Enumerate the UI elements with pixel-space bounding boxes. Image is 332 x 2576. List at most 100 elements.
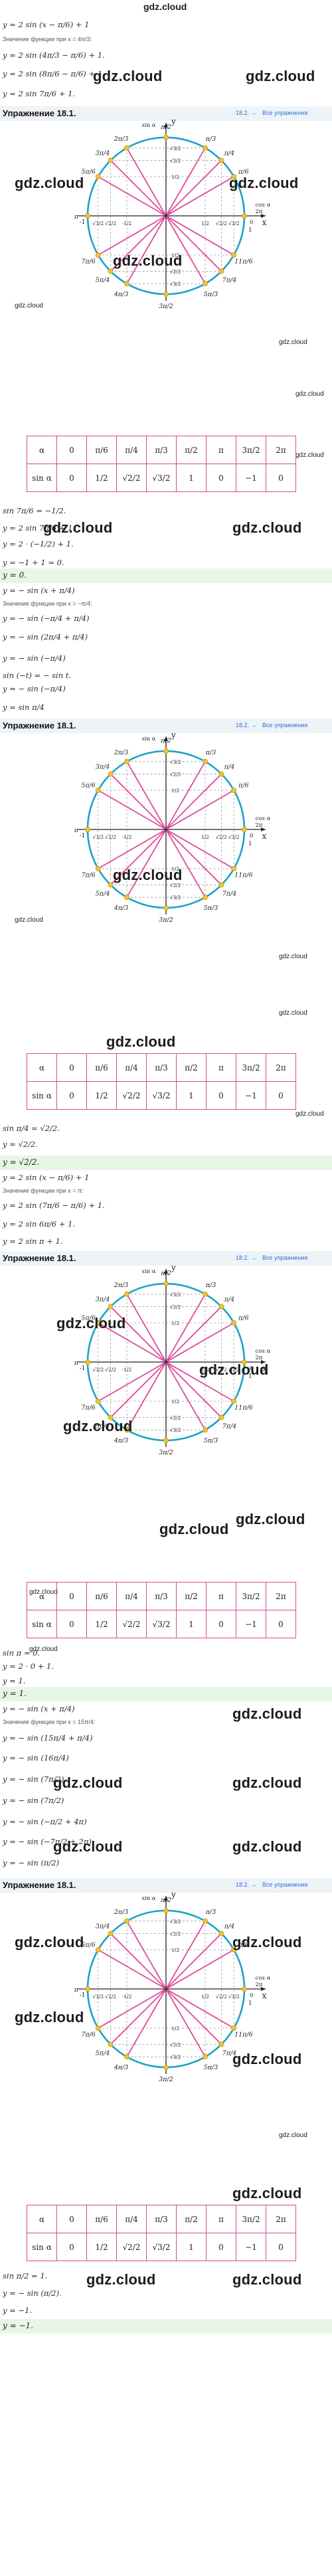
math-line: y = − sin (−7π/2 + 2π) bbox=[3, 1837, 92, 1846]
angle-point bbox=[108, 1304, 114, 1310]
angle-point bbox=[84, 213, 90, 218]
angle-label: 2π bbox=[256, 209, 263, 215]
axis-tick-label: -1 bbox=[80, 833, 86, 839]
angle-point bbox=[124, 145, 129, 151]
watermark: gdz.cloud bbox=[15, 175, 84, 191]
math-line: y = − sin (−π/2 + 4π) bbox=[3, 1817, 87, 1826]
angle-point bbox=[163, 904, 169, 910]
table-cell: π/3 bbox=[146, 2205, 177, 2233]
math-line: sin π = 0. bbox=[3, 1648, 41, 1658]
tick-label: 1/2 bbox=[171, 1947, 179, 1953]
angle-point bbox=[241, 826, 247, 832]
angle-label: 4π/3 bbox=[114, 291, 129, 298]
angle-point bbox=[95, 174, 101, 180]
table-row: α 0 π/6 π/4 π/3 π/2 π 3π/2 2π bbox=[27, 1053, 296, 1082]
all-exercises-link[interactable]: Все упражнения bbox=[262, 1254, 308, 1261]
tick-label: √3/2 bbox=[170, 1919, 181, 1925]
next-exercise-link[interactable]: 18.2. → bbox=[236, 1254, 257, 1261]
angle-point bbox=[202, 281, 208, 287]
table-cell: π/4 bbox=[116, 1582, 147, 1610]
tick-label: 1/2 bbox=[171, 788, 179, 794]
tick-label: 1/2 bbox=[201, 1367, 209, 1373]
table-cell: π/6 bbox=[86, 2205, 117, 2233]
math-line: y = − sin (x + π/4) bbox=[3, 1704, 75, 1713]
math-line: y = − sin (π/2). bbox=[3, 2288, 62, 2298]
angle-point bbox=[202, 2054, 208, 2060]
table-cell: α bbox=[27, 436, 57, 464]
angle-label: π/2 bbox=[160, 737, 171, 744]
answer-text: y = −1. bbox=[3, 2321, 33, 2330]
angle-point bbox=[163, 1907, 169, 1913]
angle-point bbox=[241, 213, 247, 218]
math-line: y = 2 sin 6π/6 + 1. bbox=[3, 1219, 76, 1229]
tick-label: √3/2 bbox=[170, 1292, 181, 1298]
tick-label: √2/2 bbox=[170, 158, 181, 164]
angle-label: 7π/4 bbox=[222, 2049, 237, 2057]
angle-label: 5π/3 bbox=[204, 2064, 218, 2071]
angle-label: 11π/6 bbox=[234, 2031, 253, 2039]
table-cell: −1 bbox=[236, 1081, 266, 1110]
tick-label: √2/2 bbox=[105, 1994, 116, 2000]
math-line: y = 2 sin (x − π/6) + 1 bbox=[3, 20, 90, 29]
table-cell: 0 bbox=[206, 464, 236, 492]
angle-label: π/3 bbox=[205, 1282, 216, 1289]
x-arrow-icon bbox=[261, 1360, 266, 1364]
y-arrow-icon bbox=[164, 1269, 168, 1274]
all-exercises-link[interactable]: Все упражнения bbox=[262, 722, 308, 729]
math-line: y = 2 · (−1/2) + 1. bbox=[3, 539, 74, 549]
watermark: gdz.cloud bbox=[232, 1774, 302, 1791]
next-exercise-link[interactable]: 18.2. → bbox=[236, 722, 257, 729]
unit-circle-svg: π/6π/4π/3π/22π/33π/45π/6π7π/65π/44π/33π/… bbox=[74, 1263, 271, 1456]
watermark-small: gdz.cloud bbox=[279, 2132, 307, 2139]
table-row: sin α 0 1/2 √2/2 √3/2 1 0 −1 0 bbox=[27, 1610, 296, 1638]
tick-label: √3/2 bbox=[92, 834, 104, 840]
table-cell: −1 bbox=[236, 1610, 266, 1638]
angle-label: 2π bbox=[256, 822, 263, 829]
tick-label: -1/2 bbox=[122, 1367, 132, 1373]
table-cell: 1 bbox=[176, 2233, 207, 2261]
angle-point bbox=[108, 1931, 114, 1936]
angle-point bbox=[108, 268, 114, 274]
angle-point bbox=[95, 1320, 101, 1326]
tick-label: √2/2 bbox=[170, 1304, 181, 1310]
angle-point bbox=[218, 157, 224, 163]
all-exercises-link[interactable]: Все упражнения bbox=[262, 110, 308, 116]
watermark: gdz.cloud bbox=[232, 1705, 302, 1722]
table-cell: π bbox=[206, 2205, 236, 2233]
tick-label: -1/2 bbox=[122, 1994, 132, 2000]
angle-point bbox=[124, 281, 129, 287]
math-line: sin 7π/6 = −1/2. bbox=[3, 506, 66, 515]
table-cell: √3/2 bbox=[146, 1081, 177, 1110]
watermark: gdz.cloud bbox=[53, 1838, 123, 1855]
watermark: gdz.cloud bbox=[93, 68, 163, 84]
watermark: gdz.cloud bbox=[229, 175, 299, 191]
exercise-title: Упражнение 18.1. bbox=[3, 1253, 76, 1263]
x-arrow-icon bbox=[261, 1987, 266, 1991]
watermark-small: gdz.cloud bbox=[295, 1110, 324, 1118]
table-cell: π/3 bbox=[146, 1053, 177, 1082]
angle-label: 11π/6 bbox=[234, 872, 253, 879]
angle-point bbox=[95, 1947, 101, 1953]
angle-point bbox=[202, 1918, 208, 1924]
math-line: y = −1 + 1 = 0. bbox=[3, 558, 64, 567]
table-cell: α bbox=[27, 1582, 57, 1610]
tick-label: √3/2 bbox=[228, 1367, 240, 1373]
next-exercise-link[interactable]: 18.2. → bbox=[236, 1881, 257, 1888]
table-cell: 1 bbox=[176, 1081, 207, 1110]
angle-label: π/2 bbox=[160, 124, 171, 131]
x-arrow-icon bbox=[261, 214, 266, 218]
angle-label: 5π/4 bbox=[96, 890, 110, 897]
axis-tick-label: -1 bbox=[80, 1992, 86, 1999]
all-exercises-link[interactable]: Все упражнения bbox=[262, 1881, 308, 1888]
angle-label: π/3 bbox=[205, 1909, 216, 1916]
unit-circle-svg: π/6π/4π/3π/22π/33π/45π/6π7π/65π/44π/33π/… bbox=[74, 117, 271, 310]
table-cell: sin α bbox=[27, 464, 57, 492]
next-exercise-link[interactable]: 18.2. → bbox=[236, 110, 257, 116]
answer-box: y = −1. bbox=[0, 2319, 332, 2334]
table-cell: 0 bbox=[266, 464, 296, 492]
answer-box: y = √2/2. bbox=[0, 1156, 332, 1170]
table-cell: 3π/2 bbox=[236, 2205, 266, 2233]
table-cell: π bbox=[206, 1053, 236, 1082]
axis-tick-label: -1 bbox=[80, 219, 86, 226]
